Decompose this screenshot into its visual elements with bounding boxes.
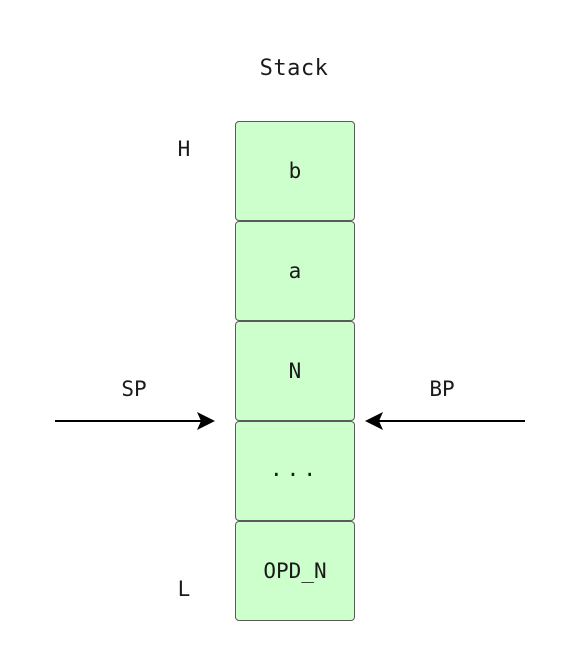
bp-arrow	[365, 412, 525, 430]
stack-cell-n: N	[235, 321, 355, 421]
bp-pointer-label: BP	[429, 377, 455, 401]
stack-cell-opd-n: OPD_N	[235, 521, 355, 621]
stack-cell-ellipsis: ...	[235, 421, 355, 521]
sp-pointer-label: SP	[121, 377, 147, 401]
sp-arrow	[55, 412, 215, 430]
stack-cell-b: b	[235, 121, 355, 221]
high-address-label: H	[177, 137, 191, 161]
stack-cell-a: a	[235, 221, 355, 321]
low-address-label: L	[177, 577, 191, 601]
stack-column: b a N ... OPD_N	[235, 121, 355, 621]
diagram-title: Stack	[259, 56, 329, 81]
